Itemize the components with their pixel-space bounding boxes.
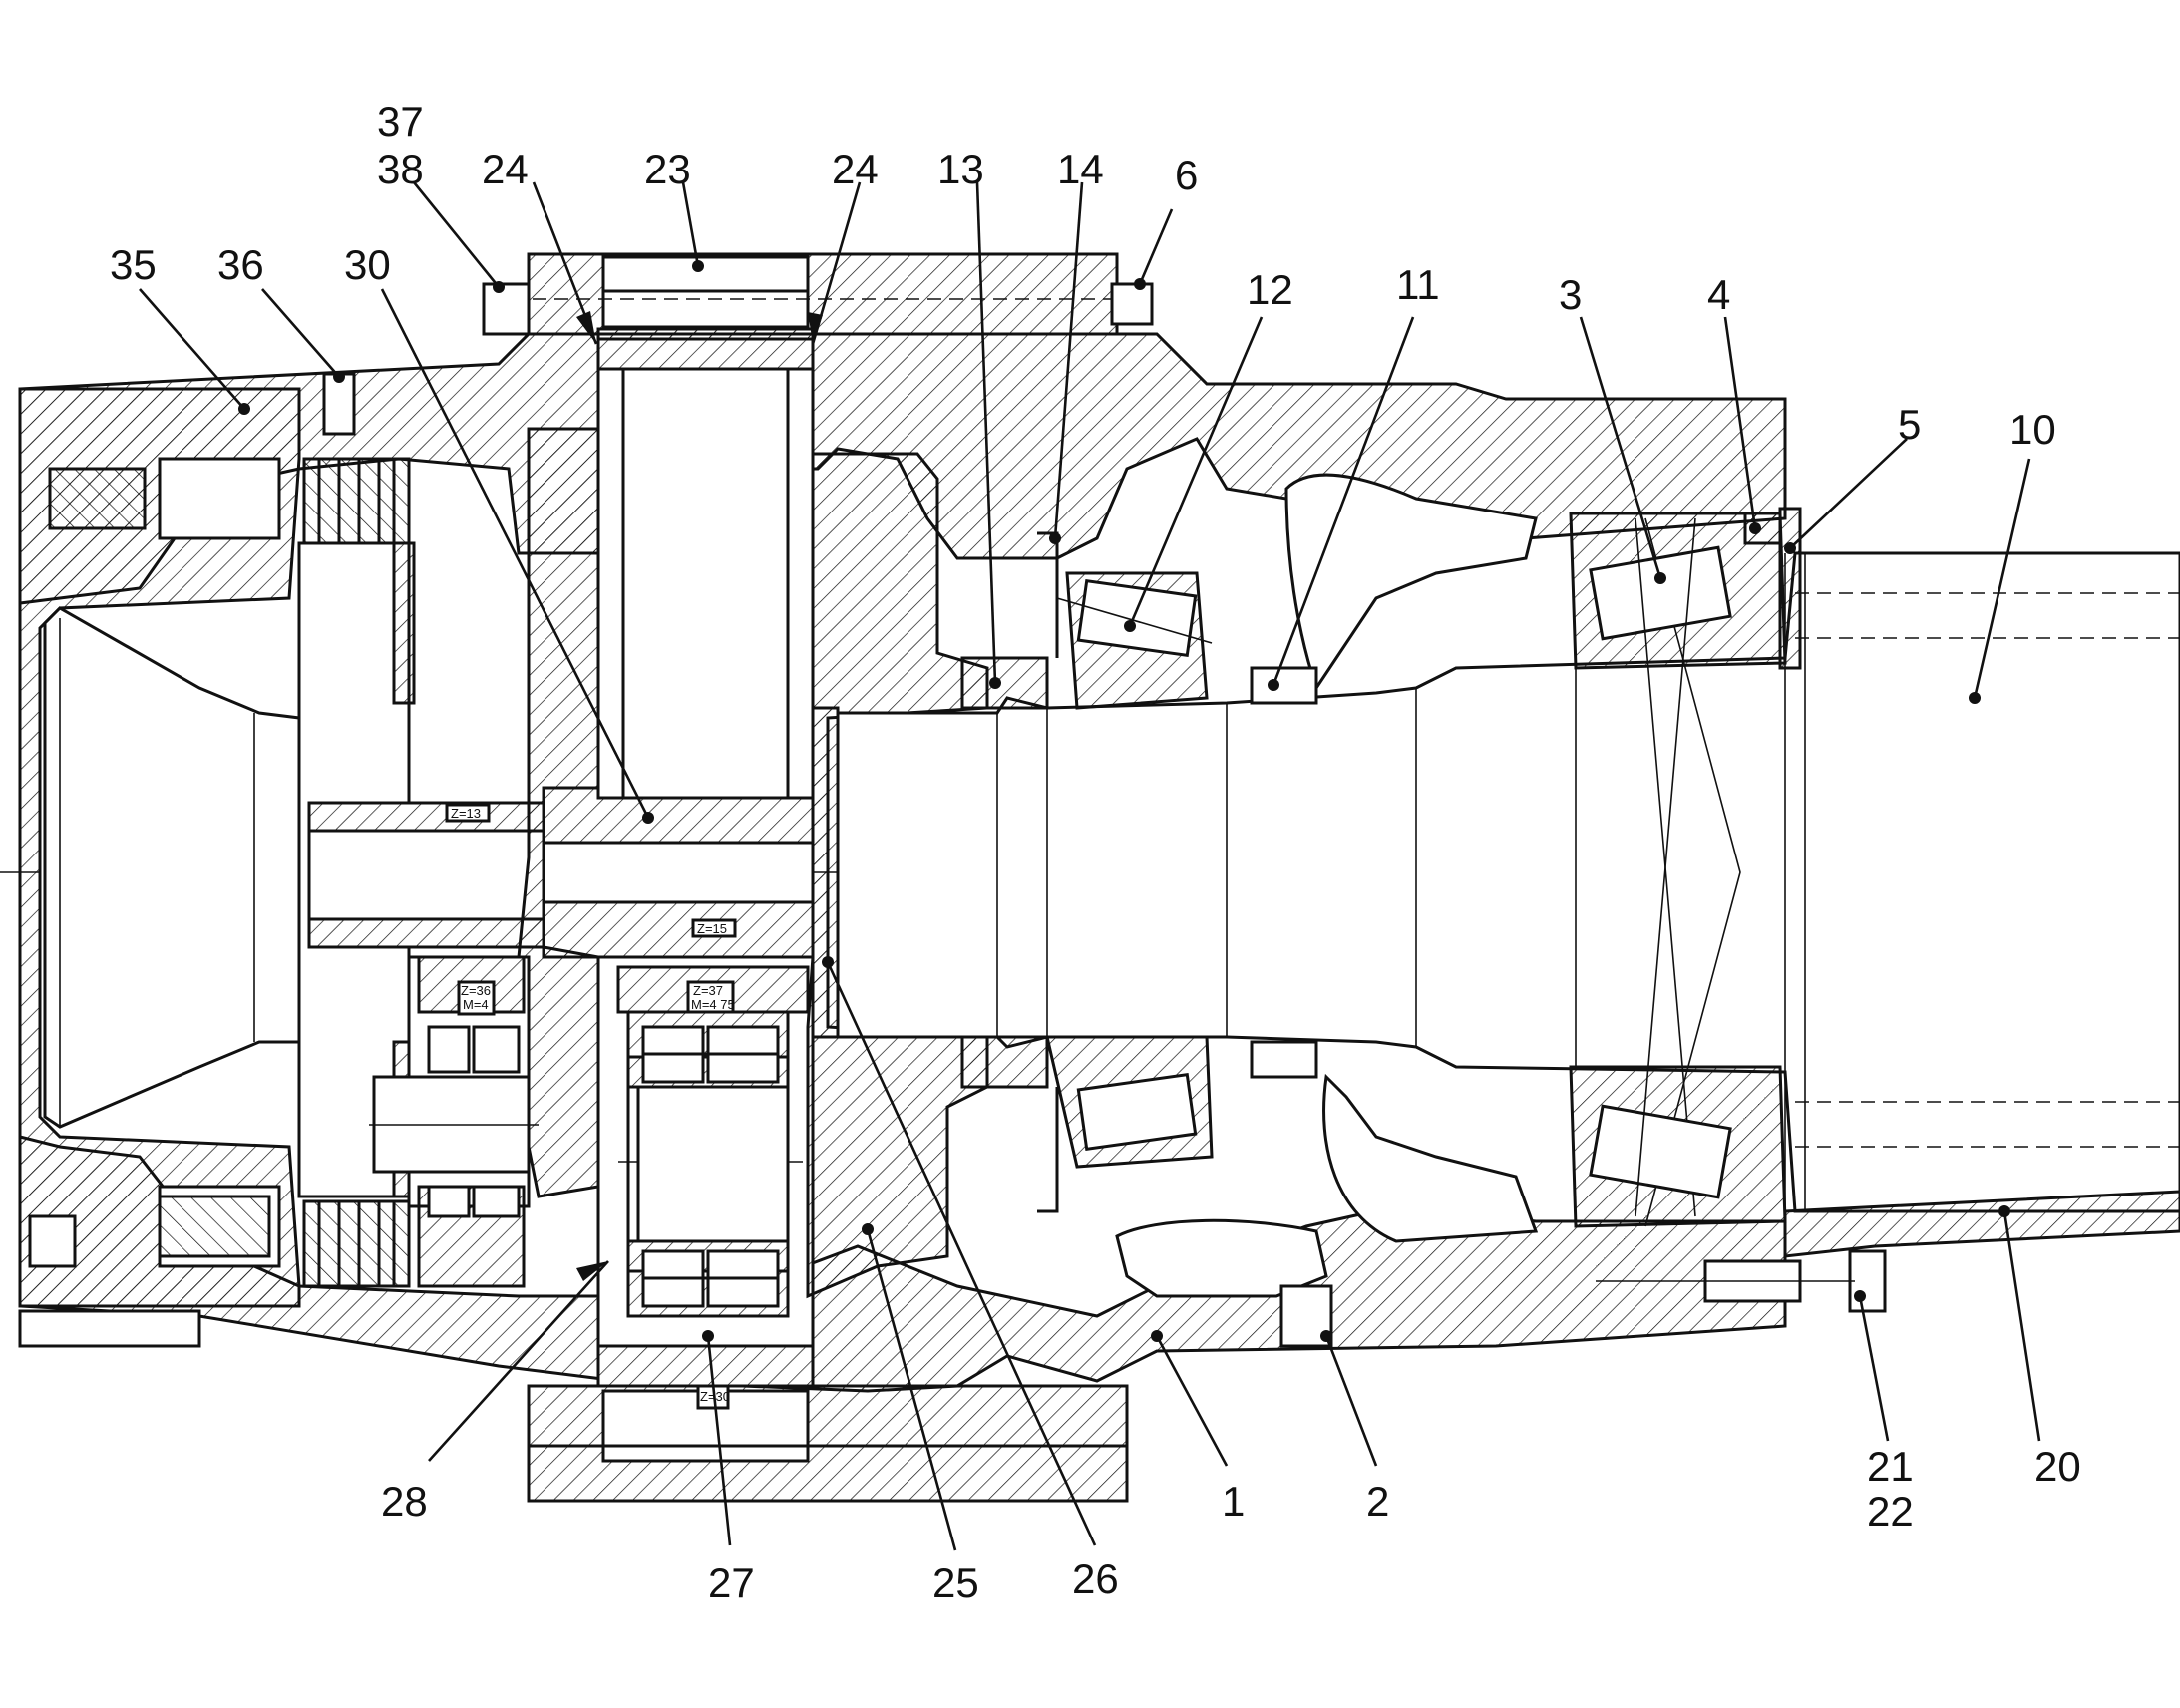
label-36: 36	[217, 241, 264, 288]
seal-13-lower	[960, 1035, 1049, 1089]
gear-mark-z13: Z=13	[451, 806, 481, 821]
label-5: 5	[1898, 401, 1921, 448]
planet-pin	[636, 1085, 790, 1243]
plug-36	[322, 372, 356, 436]
gear-label-box-z13	[445, 803, 491, 823]
bearing-3-roller-lower	[1589, 1104, 1732, 1199]
label-20: 20	[2034, 1443, 2081, 1490]
bearing-12-axis	[1056, 597, 1213, 644]
label-14: 14	[1057, 146, 1104, 192]
cover-5	[1778, 507, 1802, 670]
gear-mark-m475: M=4 75	[691, 997, 735, 1012]
bearing-3-axis-lower	[1635, 517, 1696, 1217]
label-28: 28	[381, 1478, 428, 1525]
label-6: 6	[1175, 152, 1198, 198]
brake-housing-cavity	[158, 457, 281, 540]
label-4: 4	[1707, 271, 1730, 318]
seal-13	[960, 656, 1049, 710]
label-24-right: 24	[832, 146, 879, 192]
gear-mark-z37: Z=37	[693, 983, 723, 998]
sun-gear-2-lower	[542, 900, 815, 959]
spring-pack-upper	[48, 467, 147, 530]
gear-mark-z15: Z=15	[697, 921, 727, 936]
gear-mark-z36: Z=36	[461, 983, 491, 998]
label-26: 26	[1072, 1555, 1119, 1602]
planet-stage1-rollers	[427, 1025, 521, 1218]
needle-rollers-lower	[641, 1249, 780, 1308]
housing-cavity-lower-2	[1115, 1218, 1328, 1298]
label-35: 35	[110, 241, 157, 288]
label-10: 10	[2009, 406, 2056, 453]
label-11: 11	[1396, 261, 1440, 308]
bolt-21-head	[1848, 1249, 1887, 1313]
housing-cavity-lower	[1322, 1073, 1539, 1243]
label-30: 30	[344, 241, 391, 288]
arrow-24a	[576, 311, 596, 344]
leader-dots	[238, 260, 2010, 1342]
label-12: 12	[1247, 266, 1293, 313]
gear-label-box-z36	[457, 980, 496, 1016]
carrier-spline	[811, 706, 840, 1039]
gear-label-box-z37	[686, 980, 735, 1014]
label-27: 27	[708, 1559, 755, 1606]
lower-left-bolt	[18, 1309, 201, 1348]
label-37: 37	[377, 98, 424, 145]
spacer-11-lower	[1250, 1040, 1318, 1079]
label-21: 21	[1867, 1443, 1914, 1490]
brake-hub-inner	[392, 541, 416, 705]
output-shaft	[836, 551, 2180, 1213]
label-25: 25	[932, 1559, 979, 1606]
input-shaft-spline-lower	[307, 917, 545, 949]
leader-lines	[139, 181, 2041, 1551]
gear-label-box-z15	[691, 918, 737, 938]
label-23: 23	[644, 146, 691, 192]
left-plug	[28, 1214, 77, 1268]
seal-14-lower	[1037, 1087, 1059, 1213]
ring-gear-lower-teeth	[596, 1344, 815, 1388]
label-13: 13	[937, 146, 984, 192]
label-2: 2	[1366, 1478, 1389, 1525]
ring-gear-upper	[596, 337, 815, 800]
housing-cavity-upper	[1284, 473, 1538, 692]
label-38: 38	[377, 146, 424, 192]
spring-pack-lower	[158, 1195, 271, 1258]
output-tube	[1783, 1190, 2180, 1258]
brake-discs-upper	[302, 457, 411, 545]
label-22: 22	[1867, 1488, 1914, 1535]
needle-rollers-upper	[641, 1025, 780, 1084]
bolt-head-38	[482, 282, 531, 336]
gear-mark-m4: M=4	[463, 997, 489, 1012]
arrow-24b	[808, 312, 823, 344]
motor-cone	[43, 606, 301, 1129]
arrow-28	[576, 1261, 608, 1281]
bolt-head-6	[1110, 282, 1154, 326]
bearing-12-roller-lower	[1076, 1072, 1198, 1152]
spacer-11	[1250, 666, 1318, 705]
label-3: 3	[1559, 271, 1582, 318]
label-1: 1	[1222, 1478, 1245, 1525]
input-shaft-spline	[307, 801, 545, 833]
bearing-12-roller	[1076, 578, 1198, 658]
brake-discs-lower	[302, 1199, 411, 1288]
label-24-left: 24	[482, 146, 529, 192]
